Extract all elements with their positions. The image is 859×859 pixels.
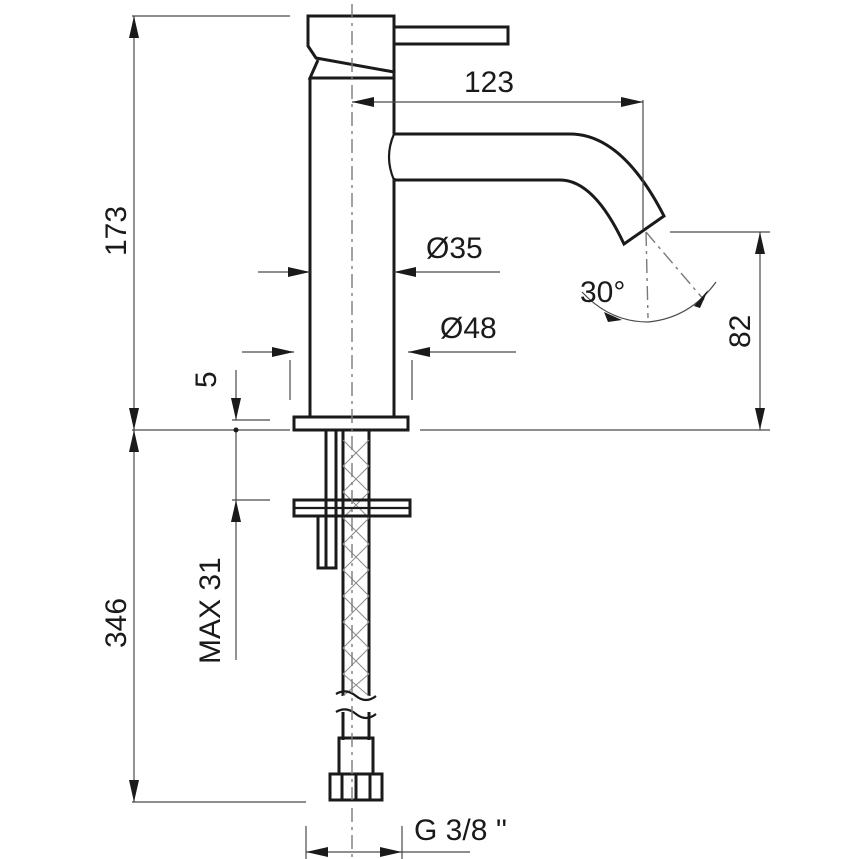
extension-lines [132,15,770,859]
lever-handle [306,14,396,74]
dimension-labels: 123 173 Ø35 Ø48 30° 82 5 MAX 31 346 G 3/… [100,66,757,847]
body-height-label: 173 [100,206,133,256]
tap-body [292,14,666,432]
hose-break-symbol [335,690,377,720]
base-plate [292,415,410,432]
connection-thread-label: G 3/8 '' [414,814,507,847]
dimension-lines [129,16,765,857]
spout [394,132,666,247]
connection-nut [328,772,384,802]
lever-arm [394,25,510,46]
body-cylinder [308,78,396,417]
hose-length-label: 346 [100,598,133,648]
max-deck-thickness-label: MAX 31 [194,557,227,664]
body-diameter-label: Ø35 [426,232,483,265]
centre-lines [351,4,705,859]
spout-angle-label: 30° [580,276,625,309]
base-diameter-label: Ø48 [440,312,497,345]
spout-root [387,133,396,181]
spout-height-label: 82 [724,315,757,348]
hose-ferrule [337,736,375,776]
base-thickness-label: 5 [190,371,223,388]
under-deck-fittings [292,430,412,802]
hose-braid [342,439,370,697]
flex-hose-outline [341,430,371,740]
spout-reach-label: 123 [464,66,514,99]
